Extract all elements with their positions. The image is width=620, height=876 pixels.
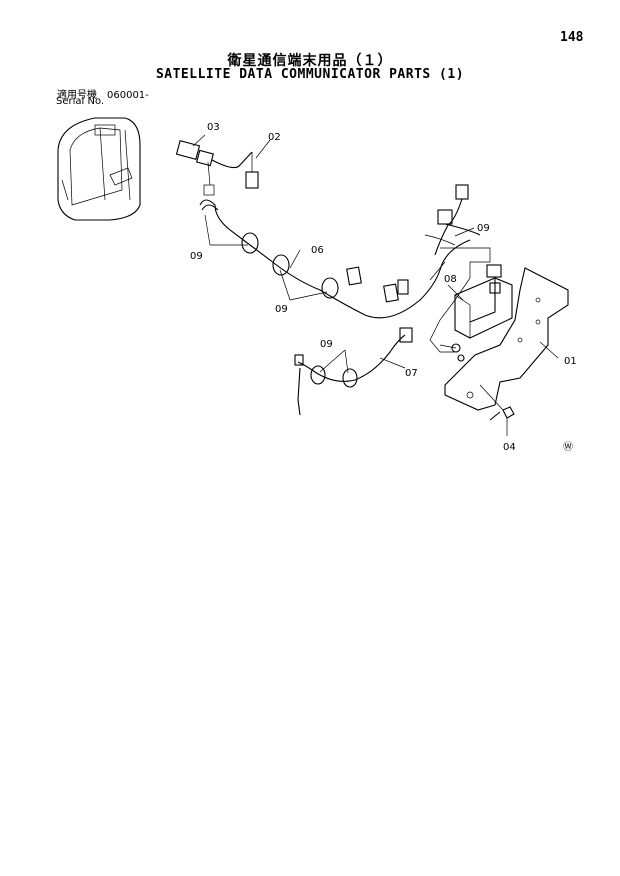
cab-icon <box>57 117 141 221</box>
part-label-04: 04 <box>503 442 516 453</box>
part-label-09-left: 09 <box>190 251 203 262</box>
part-label-09-mid: 09 <box>275 304 288 315</box>
upper-connectors <box>424 184 481 256</box>
serial-label-en: Serial No. <box>56 96 105 107</box>
variant-mark: Ⓦ <box>563 441 573 453</box>
bolt-04 <box>479 384 515 436</box>
part-label-09-upper: 09 <box>477 223 490 234</box>
page-number: 148 <box>560 30 584 45</box>
harness-06 <box>199 199 471 319</box>
part-label-02: 02 <box>268 132 281 143</box>
part-label-06: 06 <box>311 245 324 256</box>
mounting-bracket-01 <box>444 267 569 411</box>
title-japanese: 衛星通信端末用品（１） <box>227 53 393 69</box>
title-english: SATELLITE DATA COMMUNICATOR PARTS (1) <box>155 67 465 82</box>
part-label-01: 01 <box>564 356 577 367</box>
part-label-09-lower: 09 <box>320 339 333 350</box>
harness-07 <box>294 327 413 416</box>
serial-value: 060001- <box>107 90 149 101</box>
communicator-unit-08 <box>439 264 513 362</box>
serial-label-jp: 適用号機 <box>57 90 97 101</box>
serial-applicability: 適用号機 060001- <box>57 86 159 101</box>
part-label-07: 07 <box>405 368 418 379</box>
harness-03-02 <box>175 134 271 196</box>
part-label-03: 03 <box>207 122 220 133</box>
routing-plate <box>429 247 491 353</box>
part-label-08: 08 <box>444 274 457 285</box>
